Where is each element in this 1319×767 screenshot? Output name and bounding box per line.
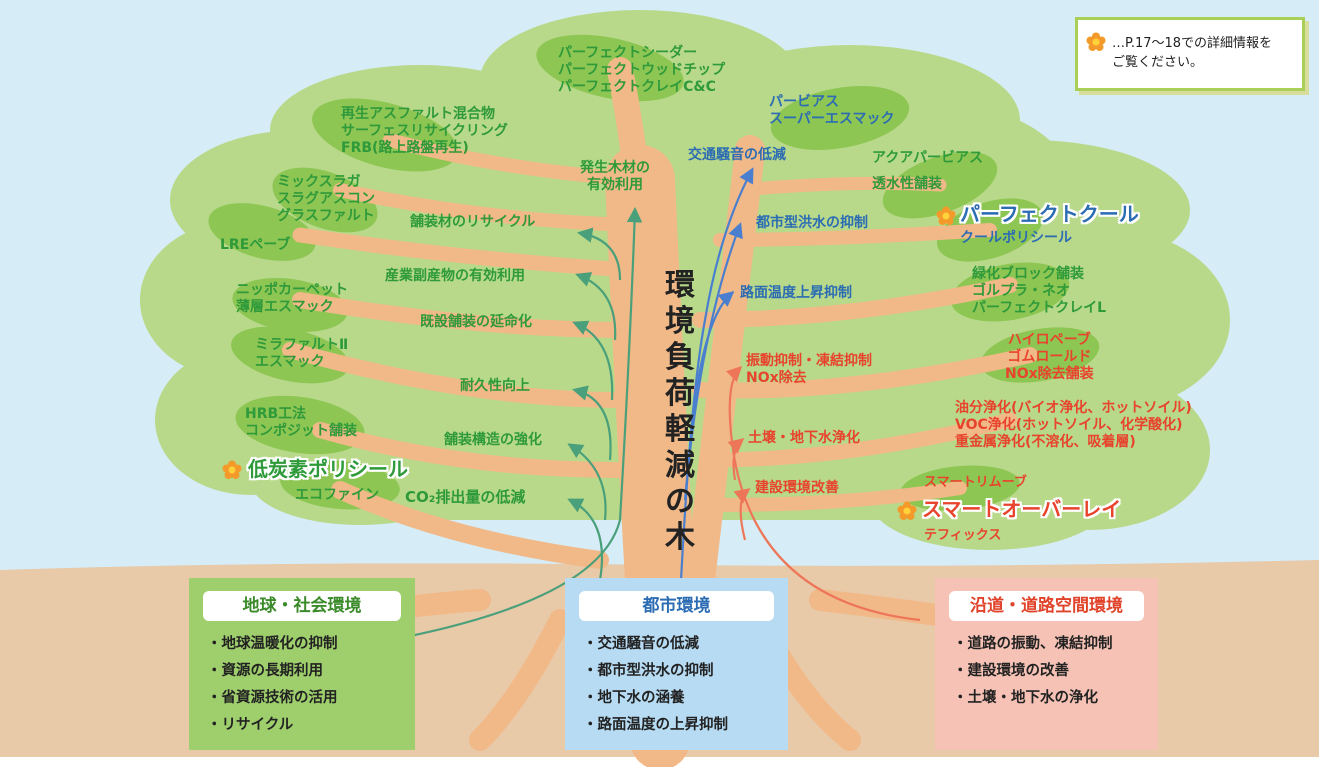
list-item: ・路面温度の上昇抑制: [583, 717, 728, 733]
branch-label-noise: 交通騒音の低減: [688, 147, 786, 163]
flower-icon: [1086, 32, 1106, 51]
product-hylo: ハイロペーブ ゴムロールド NOx除去舗装: [1005, 332, 1094, 382]
list-item: ・地下水の涵養: [583, 690, 685, 706]
list-item: ・リサイクル: [207, 717, 294, 733]
flower-icon: [936, 206, 956, 225]
list-item: ・建設環境の改善: [953, 663, 1069, 679]
list-item: ・省資源技術の活用: [207, 690, 338, 706]
box-title-roadside: 沿道・道路空間環境: [949, 591, 1144, 621]
list-item: ・資源の長期利用: [207, 663, 323, 679]
product-lre: LREペーブ: [220, 237, 291, 253]
box-list-urban: ・交通騒音の低減 ・都市型洪水の抑制 ・地下水の涵養 ・路面温度の上昇抑制: [583, 631, 728, 739]
product-smart-overlay: スマートオーバーレイ: [922, 497, 1122, 521]
blue-arrows: [678, 167, 754, 601]
product-hrb: HRB工法 コンポジット舗装: [245, 406, 357, 439]
product-nippo: ニッポカーペット 薄層エスマック: [236, 282, 348, 315]
branch-label-co2: CO₂排出量の低減: [405, 488, 526, 506]
branch-label-byproduct: 産業副産物の有効利用: [385, 268, 525, 284]
box-list-global: ・地球温暖化の抑制 ・資源の長期利用 ・省資源技術の活用 ・リサイクル: [207, 631, 338, 739]
reference-note: …P.17〜18での詳細情報を ご覧ください。: [1075, 17, 1305, 91]
product-ecofine: エコファイン: [295, 487, 379, 503]
product-permeable: 透水性舗装: [872, 176, 942, 192]
product-porous: パービアス スーパーエスマック: [769, 94, 895, 127]
flower-icon: [897, 501, 917, 520]
branch-label-extension: 既設舗装の延命化: [420, 314, 532, 330]
product-mira: ミラファルトⅡ エスマック: [255, 337, 349, 370]
list-item: ・地球温暖化の抑制: [207, 636, 338, 652]
product-recycle: 再生アスファルト混合物 サーフェスリサイクリング FRB(路上路盤再生): [341, 106, 508, 156]
product-green-block: 緑化ブロック舗装 ゴルプラ・ネオ パーフェクトクレイL: [972, 266, 1107, 316]
box-global-society: 地球・社会環境 ・地球温暖化の抑制 ・資源の長期利用 ・省資源技術の活用 ・リサ…: [189, 578, 415, 750]
branch-label-construction: 建設環境改善: [755, 480, 839, 496]
product-low-carbon: 低炭素ポリシール: [248, 457, 408, 481]
flower-icon: [222, 460, 242, 479]
branch-label-durability: 耐久性向上: [460, 378, 530, 394]
note-text: …P.17〜18での詳細情報を ご覧ください。: [1112, 36, 1273, 70]
branch-label-vibration: 振動抑制・凍結抑制 NOx除去: [746, 353, 872, 386]
list-item: ・道路の振動、凍結抑制: [953, 636, 1113, 652]
branch-label-temperature: 路面温度上昇抑制: [740, 285, 852, 301]
product-perfect-cool: パーフェクトクール: [960, 202, 1139, 226]
branch-label-soil: 土壌・地下水浄化: [748, 430, 860, 446]
trunk-title: 環 境 負 荷 軽 減 の 木: [665, 268, 695, 555]
branch-label-recycle: 舗装材のリサイクル: [410, 214, 536, 230]
box-roadside: 沿道・道路空間環境 ・道路の振動、凍結抑制 ・建設環境の改善 ・土壌・地下水の浄…: [935, 578, 1158, 750]
branch-label-wood: 発生木材の 有効利用: [580, 160, 650, 193]
product-smart-remove: スマートリムーブ: [924, 475, 1027, 490]
product-aqua: アクアパービアス: [872, 150, 984, 166]
red-arrows: [725, 365, 921, 622]
box-title-global: 地球・社会環境: [203, 591, 401, 621]
box-title-urban: 都市環境: [579, 591, 774, 621]
box-list-roadside: ・道路の振動、凍結抑制 ・建設環境の改善 ・土壌・地下水の浄化: [953, 631, 1113, 712]
box-urban: 都市環境 ・交通騒音の低減 ・都市型洪水の抑制 ・地下水の涵養 ・路面温度の上昇…: [565, 578, 788, 750]
list-item: ・都市型洪水の抑制: [583, 663, 714, 679]
product-top: パーフェクトシーダー パーフェクトウッドチップ パーフェクトクレイC&C: [558, 45, 726, 95]
product-tefix: テフィックス: [924, 528, 1002, 543]
list-item: ・土壌・地下水の浄化: [953, 690, 1098, 706]
product-cool-poly: クールポリシール: [960, 230, 1072, 246]
product-purification: 油分浄化(バイオ浄化、ホットソイル) VOC浄化(ホットソイル、化学酸化) 重金…: [955, 400, 1192, 450]
product-slag: ミックスラガ スラグアスコン グラスファルト: [277, 174, 375, 224]
green-arrows: [389, 206, 643, 642]
branch-label-flood: 都市型洪水の抑制: [756, 215, 868, 231]
list-item: ・交通騒音の低減: [583, 636, 699, 652]
branch-label-structure: 舗装構造の強化: [444, 432, 542, 448]
